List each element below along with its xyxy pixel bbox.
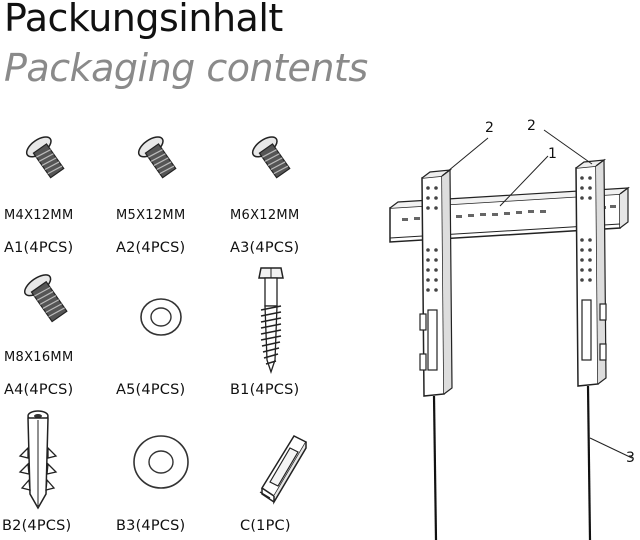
callout-wall-plate: 1 [548,146,557,162]
callout-arm-left: 2 [485,120,494,136]
part-b2-label: B2(4PCS) [2,518,72,534]
part-a5-label: A5(4PCS) [116,382,186,398]
part-a4-size: M8X16MM [4,350,74,365]
part-a5 [136,294,252,340]
wall-anchor-icon [18,410,58,510]
part-a2-size: M5X12MM [116,208,186,223]
mounting-arm-left [419,168,453,540]
screw-short-icon [23,274,68,323]
callout-arm-right: 2 [527,118,536,134]
mounting-arm-right [575,158,607,540]
screw-short-icon [25,136,65,179]
part-b3 [130,432,246,492]
part-b3-label: B3(4PCS) [116,518,186,534]
part-a4 [18,270,134,332]
screw-short-icon [137,136,177,179]
part-a3-size: M6X12MM [230,208,300,223]
part-c [256,430,372,506]
part-a2 [130,132,246,190]
part-c-label: C(1PC) [240,518,291,534]
washer-large-icon [133,435,189,489]
part-a3 [244,132,360,190]
part-a1 [18,132,134,190]
part-b1 [256,264,372,376]
washer-small-icon [140,298,182,336]
part-a1-size: M4X12MM [4,208,74,223]
screw-short-icon [251,136,291,179]
spacer-clip-icon [259,435,308,505]
part-b2 [16,408,132,512]
callout-safety-cord: 3 [626,450,635,466]
part-a1-label: A1(4PCS) [4,240,74,256]
part-a2-label: A2(4PCS) [116,240,186,256]
part-a4-label: A4(4PCS) [4,382,74,398]
part-b1-label: B1(4PCS) [230,382,300,398]
bracket-assembly-diagram [389,129,633,540]
lag-bolt-icon [258,267,284,375]
title-english: Packaging contents [4,46,368,90]
part-a3-label: A3(4PCS) [230,240,300,256]
title-german: Packungsinhalt [4,0,283,40]
